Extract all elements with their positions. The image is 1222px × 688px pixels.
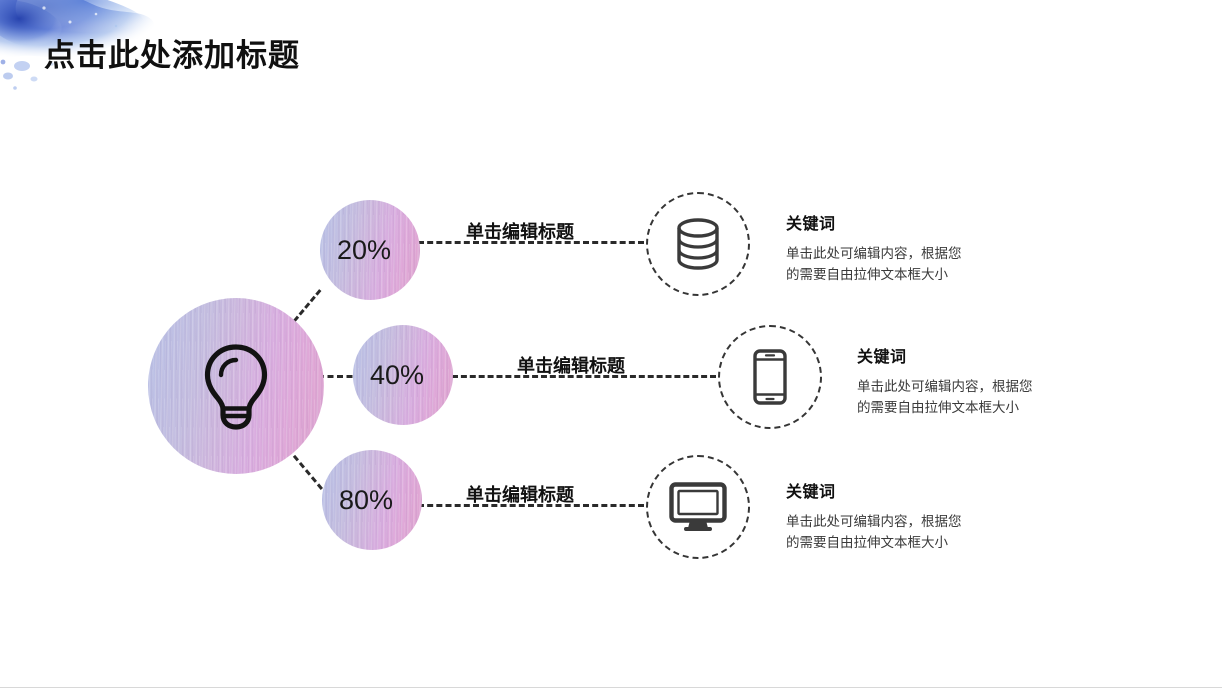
percent-circle-0[interactable]: 20% [320,200,420,300]
mid-label-2[interactable]: 单击编辑标题 [466,485,574,505]
keyword-body-0: 单击此处可编辑内容，根据您 的需要自由拉伸文本框大小 [786,246,962,282]
lightbulb-icon [198,342,274,430]
percent-value-0: 20% [336,234,392,265]
text-block-0: 关键词 单击此处可编辑内容，根据您 的需要自由拉伸文本框大小 [786,210,962,285]
connector-hub-to-node-1 [318,375,362,378]
percent-circle-1[interactable]: 40% [353,325,453,425]
keyword-body-1: 单击此处可编辑内容，根据您 的需要自由拉伸文本框大小 [857,379,1033,415]
keyword-heading-1: 关键词 [857,349,907,366]
connector-node-2-to-icon-2 [418,504,644,507]
page-title: 点击此处添加标题 [44,38,300,73]
keyword-body-2: 单击此处可编辑内容，根据您 的需要自由拉伸文本框大小 [786,514,962,550]
mobile-phone-icon [752,349,788,405]
percent-value-2: 80% [338,484,394,515]
keyword-heading-0: 关键词 [786,216,836,233]
hub-circle[interactable] [148,298,324,474]
percent-circle-2[interactable]: 80% [322,450,422,550]
percent-value-1: 40% [369,359,425,390]
icon-circle-2[interactable] [646,455,750,559]
keyword-heading-2: 关键词 [786,484,836,501]
text-block-1: 关键词 单击此处可编辑内容，根据您 的需要自由拉伸文本框大小 [857,343,1033,418]
icon-circle-0[interactable] [646,192,750,296]
icon-circle-1[interactable] [718,325,822,429]
text-block-2: 关键词 单击此处可编辑内容，根据您 的需要自由拉伸文本框大小 [786,478,962,553]
mid-label-0[interactable]: 单击编辑标题 [466,222,574,242]
monitor-icon [669,482,727,532]
database-icon [672,216,724,272]
connector-node-1-to-icon-1 [452,375,716,378]
connector-node-0-to-icon-0 [418,241,644,244]
mid-label-1[interactable]: 单击编辑标题 [517,356,625,376]
